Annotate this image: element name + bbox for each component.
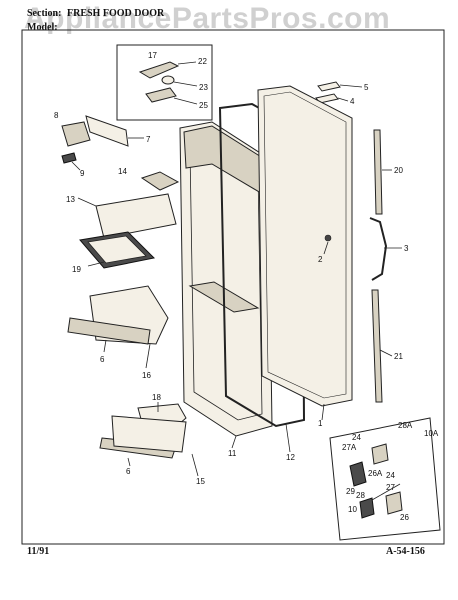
part-8-block bbox=[61, 121, 91, 147]
callout-13: 13 bbox=[66, 195, 75, 204]
part-13-rail bbox=[95, 193, 177, 239]
model-label: Model: bbox=[27, 22, 58, 33]
part-21-trim bbox=[371, 289, 383, 403]
callout-4: 4 bbox=[350, 97, 355, 106]
part-11-inner-liner bbox=[179, 121, 273, 437]
part-12-gasket bbox=[218, 102, 306, 428]
diagram-border bbox=[21, 29, 445, 545]
section-label: Section: bbox=[27, 8, 62, 19]
part-1-outer-door bbox=[257, 85, 353, 407]
part-17-bracket bbox=[138, 61, 180, 79]
part-26-bracket bbox=[385, 491, 403, 515]
callout-26a: 26A bbox=[368, 469, 383, 478]
part-28a-bracket bbox=[371, 443, 389, 465]
part-5-cap bbox=[317, 81, 341, 92]
callout-5: 5 bbox=[364, 83, 369, 92]
section-value: FRESH FOOD DOOR bbox=[67, 8, 165, 19]
callout-7: 7 bbox=[146, 135, 151, 144]
part-15-bracket bbox=[111, 415, 187, 453]
part-9-screw bbox=[61, 152, 77, 164]
part-29-hinge bbox=[349, 461, 367, 487]
callout-26: 26 bbox=[400, 513, 409, 522]
part-20-trim bbox=[373, 129, 383, 215]
footer-date: 11/91 bbox=[27, 546, 50, 557]
part-6-trim-upper bbox=[67, 317, 151, 345]
callout-18: 18 bbox=[152, 393, 161, 402]
part-14-cover bbox=[140, 171, 180, 191]
callout-29: 29 bbox=[346, 487, 355, 496]
callout-6-upper: 6 bbox=[100, 355, 105, 364]
callout-3: 3 bbox=[404, 244, 409, 253]
callout-17: 17 bbox=[148, 51, 157, 60]
callout-25: 25 bbox=[199, 101, 208, 110]
callout-16: 16 bbox=[142, 371, 151, 380]
callout-28: 28 bbox=[356, 491, 365, 500]
callout-23: 23 bbox=[199, 83, 208, 92]
callout-27: 27 bbox=[386, 483, 395, 492]
part-25-plate bbox=[145, 87, 177, 103]
callout-1: 1 bbox=[318, 419, 323, 428]
callout-8: 8 bbox=[54, 111, 59, 120]
callout-9: 9 bbox=[80, 169, 85, 178]
callout-21: 21 bbox=[394, 352, 403, 361]
callout-12: 12 bbox=[286, 453, 295, 462]
part-7-hinge bbox=[85, 115, 129, 147]
callout-27a: 27A bbox=[342, 443, 357, 452]
callout-24-bottom: 24 bbox=[386, 471, 395, 480]
callout-22: 22 bbox=[198, 57, 207, 66]
callout-20: 20 bbox=[394, 166, 403, 175]
inset-box-hinge-lower bbox=[329, 417, 441, 541]
part-3-handle bbox=[369, 217, 388, 281]
callout-28a: 28A bbox=[398, 421, 413, 430]
callout-6-lower: 6 bbox=[126, 467, 131, 476]
part-23-washer bbox=[161, 75, 175, 85]
part-10-hinge bbox=[359, 497, 375, 519]
callout-24-top: 24 bbox=[352, 433, 361, 442]
callout-10: 10 bbox=[348, 505, 357, 514]
inset-box-hinge bbox=[116, 44, 213, 121]
callout-10a: 10A bbox=[424, 429, 439, 438]
callout-15: 15 bbox=[196, 477, 205, 486]
footer-doc-number: A-54-156 bbox=[386, 546, 425, 557]
callout-14: 14 bbox=[118, 167, 127, 176]
callout-11: 11 bbox=[228, 449, 237, 458]
callout-19: 19 bbox=[72, 265, 81, 274]
callout-2: 2 bbox=[318, 255, 323, 264]
